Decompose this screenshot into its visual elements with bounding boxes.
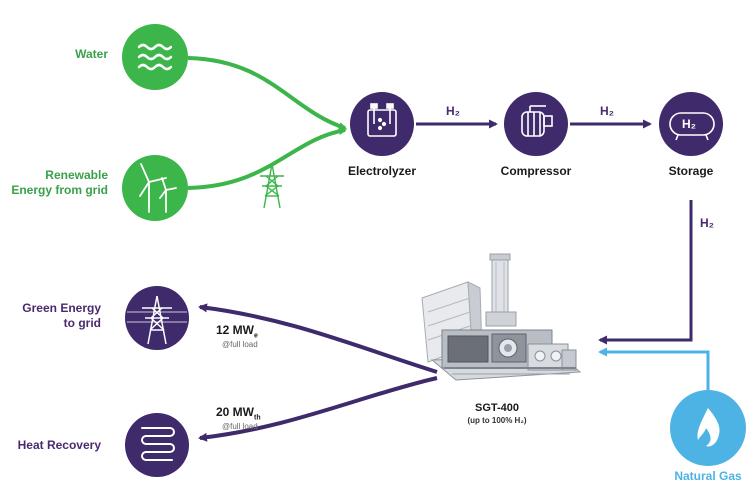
transmission-pylon-icon bbox=[260, 163, 284, 209]
water-node bbox=[122, 24, 188, 90]
green-energy-label: Green Energy to grid bbox=[22, 301, 101, 330]
sgt400-turbine-illustration bbox=[421, 253, 582, 381]
h2-label-3: H₂ bbox=[700, 216, 714, 230]
electrolyzer-label: Electrolyzer bbox=[347, 164, 417, 178]
turbine-name: SGT-400 bbox=[474, 402, 520, 414]
pylon-icon bbox=[127, 295, 187, 345]
storage-tank-text: H₂ bbox=[682, 117, 696, 131]
water-flow-arrow bbox=[187, 56, 347, 130]
water-waves-icon bbox=[137, 43, 173, 71]
h2-supply-arrow bbox=[598, 200, 693, 345]
renewable-flow-arrow bbox=[187, 127, 347, 190]
heat-output-note: @full load bbox=[222, 422, 258, 431]
natural-gas-node bbox=[670, 390, 746, 466]
power-output-value: 12 MWe bbox=[216, 323, 258, 340]
storage-node bbox=[659, 92, 723, 156]
storage-label: Storage bbox=[668, 164, 714, 178]
storage-tank-icon bbox=[669, 112, 715, 141]
water-label: Water bbox=[75, 47, 108, 61]
renewable-node bbox=[122, 155, 188, 221]
flame-icon bbox=[697, 408, 720, 447]
natural-gas-arrow bbox=[598, 347, 710, 390]
h2-label-1: H₂ bbox=[446, 104, 460, 118]
power-output-arrow bbox=[198, 303, 438, 374]
compressor-node bbox=[504, 92, 568, 156]
heat-output-arrow bbox=[198, 376, 438, 442]
green-energy-node bbox=[125, 286, 189, 350]
electrolyzer-icon bbox=[367, 103, 397, 137]
wind-turbine-icon bbox=[139, 163, 177, 213]
compressor-label: Compressor bbox=[500, 164, 572, 178]
compressor-icon bbox=[521, 105, 553, 137]
heat-output-value: 20 MWth bbox=[216, 405, 261, 422]
heat-coil-icon bbox=[141, 427, 175, 461]
natural-gas-label: Natural Gas bbox=[674, 469, 742, 483]
heat-recovery-label: Heat Recovery bbox=[17, 438, 101, 452]
renewable-label: Renewable Energy from grid bbox=[11, 168, 108, 197]
turbine-note: (up to 100% H₂) bbox=[467, 416, 527, 425]
electrolyzer-node bbox=[350, 92, 414, 156]
power-output-note: @full load bbox=[222, 340, 258, 349]
heat-recovery-node bbox=[125, 413, 189, 477]
h2-label-2: H₂ bbox=[600, 104, 614, 118]
